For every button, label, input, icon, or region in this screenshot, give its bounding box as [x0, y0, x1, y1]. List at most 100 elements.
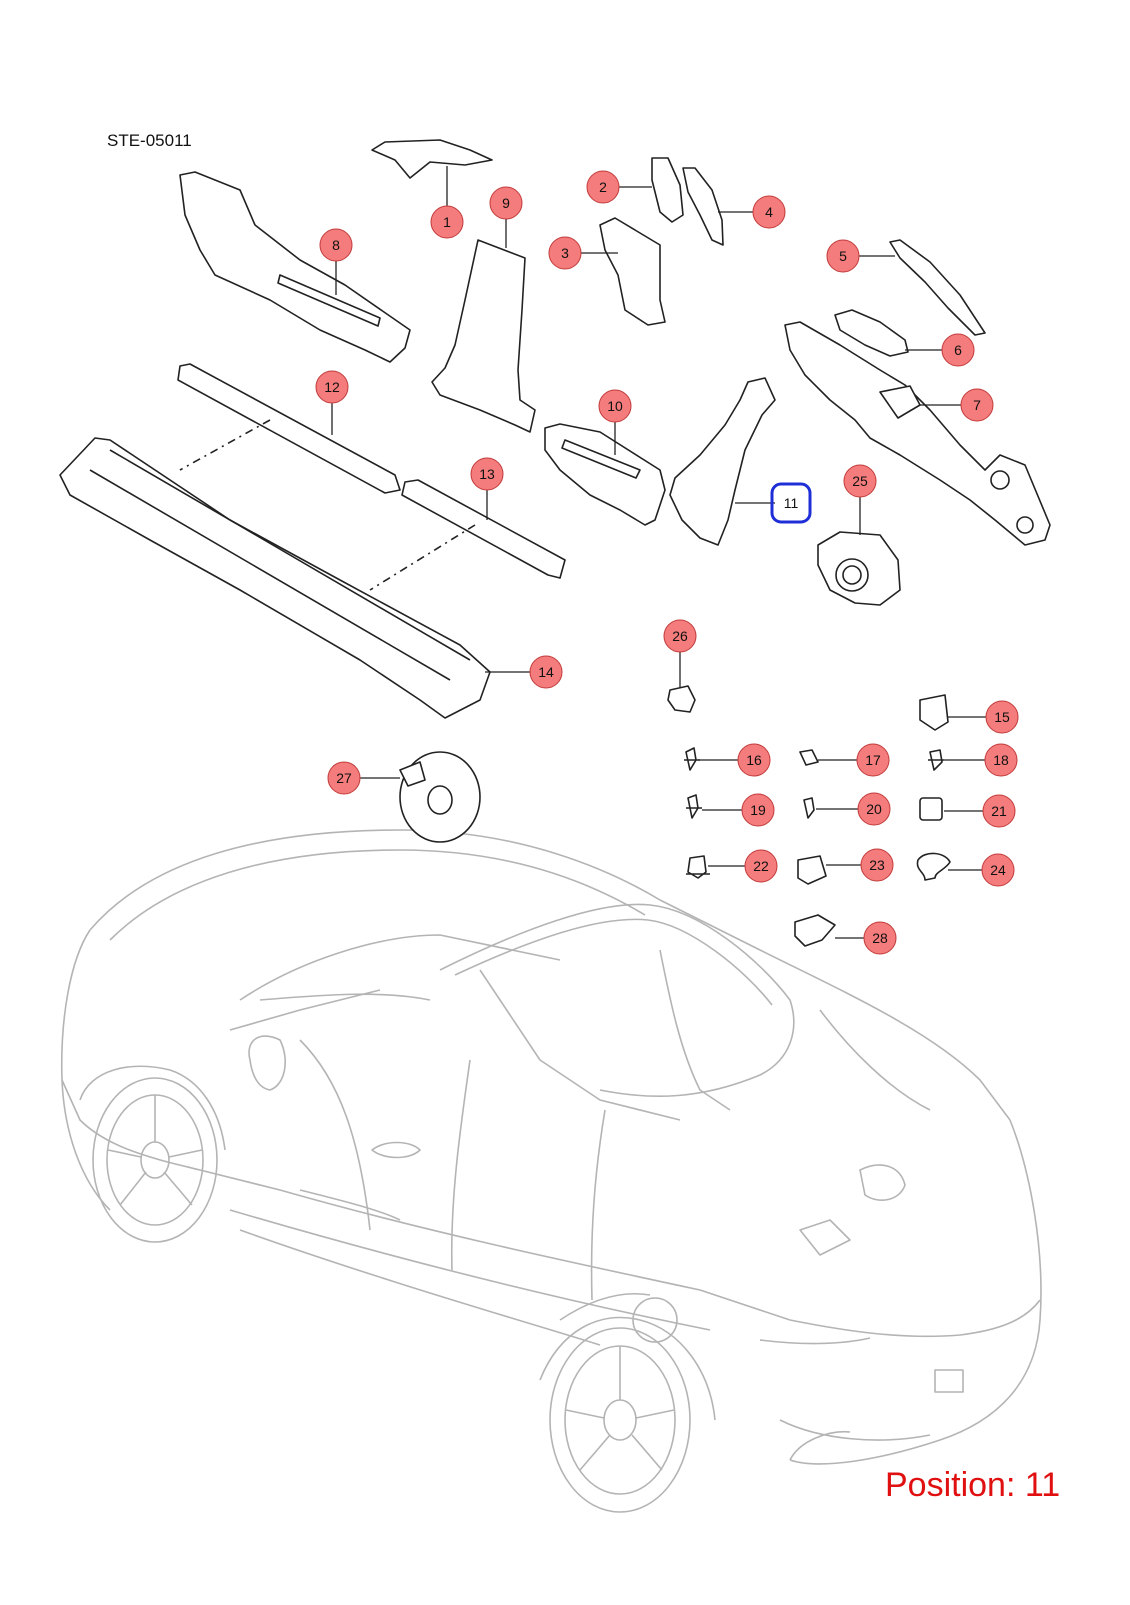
- callout-16[interactable]: 16: [737, 743, 771, 777]
- callout-label-16: 16: [746, 752, 762, 768]
- callout-3[interactable]: 3: [548, 236, 582, 270]
- callout-25[interactable]: 25: [843, 464, 877, 498]
- callout-label-11: 11: [784, 495, 799, 511]
- part-10-artwork: [544, 423, 666, 526]
- callout-circle-24: [981, 853, 1015, 887]
- callout-18[interactable]: 18: [984, 743, 1018, 777]
- callout-label-26: 26: [672, 628, 688, 644]
- callout-9[interactable]: 9: [489, 186, 523, 220]
- callout-circle-3: [548, 236, 582, 270]
- position-label: Position: 11: [885, 1466, 1061, 1504]
- parts-artwork: [59, 139, 1051, 947]
- selected-callout-highlight: [770, 482, 812, 524]
- callout-circle-5: [826, 239, 860, 273]
- part-26-artwork: [667, 685, 696, 713]
- callout-label-6: 6: [954, 342, 962, 358]
- part-18-artwork: [928, 749, 944, 771]
- part-9-artwork: [431, 239, 536, 433]
- callout-label-8: 8: [332, 237, 340, 253]
- callout-label-7: 7: [973, 397, 981, 413]
- callout-circle-19: [741, 793, 775, 827]
- callout-label-23: 23: [869, 857, 885, 873]
- callout-11[interactable]: 11: [770, 482, 812, 524]
- callout-label-25: 25: [852, 473, 868, 489]
- part-24-artwork: [916, 852, 951, 881]
- callout-circle-10: [598, 389, 632, 423]
- callout-26[interactable]: 26: [663, 619, 697, 653]
- part-15-artwork: [919, 694, 949, 731]
- callout-22[interactable]: 22: [744, 849, 778, 883]
- callout-circle-25: [843, 464, 877, 498]
- part-21-artwork: [919, 797, 943, 821]
- callout-1[interactable]: 1: [430, 205, 464, 239]
- callout-10[interactable]: 10: [598, 389, 632, 423]
- part-16-artwork: [684, 747, 700, 771]
- part-7-artwork: [784, 321, 1051, 546]
- callout-circle-17: [856, 743, 890, 777]
- callout-19[interactable]: 19: [741, 793, 775, 827]
- callout-circle-9: [489, 186, 523, 220]
- part-6-artwork: [834, 309, 909, 357]
- part-22-artwork: [686, 855, 710, 879]
- callout-label-4: 4: [765, 204, 773, 220]
- part-11-artwork: [669, 377, 776, 546]
- callout-label-15: 15: [994, 709, 1010, 725]
- callout-2[interactable]: 2: [586, 170, 620, 204]
- part-1-artwork: [371, 139, 493, 179]
- part-3-artwork: [599, 217, 666, 326]
- callout-12[interactable]: 12: [315, 370, 349, 404]
- callout-label-18: 18: [993, 752, 1009, 768]
- callout-circle-18: [984, 743, 1018, 777]
- callout-13[interactable]: 13: [470, 457, 504, 491]
- callout-5[interactable]: 5: [826, 239, 860, 273]
- callout-circle-27: [327, 761, 361, 795]
- callout-7[interactable]: 7: [960, 388, 994, 422]
- vehicle-outline: [60, 829, 1042, 1513]
- callout-label-14: 14: [538, 664, 554, 680]
- callout-23[interactable]: 23: [860, 848, 894, 882]
- callout-20[interactable]: 20: [857, 792, 891, 826]
- callout-circle-28: [863, 921, 897, 955]
- callout-27[interactable]: 27: [327, 761, 361, 795]
- callout-label-20: 20: [866, 801, 882, 817]
- part-8-artwork: [179, 171, 411, 363]
- callout-circle-14: [529, 655, 563, 689]
- part-12-artwork: [177, 363, 401, 494]
- part-4-artwork: [682, 167, 724, 246]
- document-code: STE-05011: [107, 131, 192, 150]
- callout-circle-16: [737, 743, 771, 777]
- callout-6[interactable]: 6: [941, 333, 975, 367]
- callout-circle-2: [586, 170, 620, 204]
- callout-circle-15: [985, 700, 1019, 734]
- part-28-artwork: [794, 914, 836, 947]
- callout-17[interactable]: 17: [856, 743, 890, 777]
- callout-21[interactable]: 21: [982, 794, 1016, 828]
- callout-label-17: 17: [865, 752, 881, 768]
- callout-24[interactable]: 24: [981, 853, 1015, 887]
- callout-circle-21: [982, 794, 1016, 828]
- callout-label-21: 21: [991, 803, 1007, 819]
- callout-label-28: 28: [872, 930, 888, 946]
- callout-label-9: 9: [502, 195, 510, 211]
- callout-circle-12: [315, 370, 349, 404]
- callout-label-1: 1: [443, 214, 451, 230]
- callout-4[interactable]: 4: [752, 195, 786, 229]
- callout-label-2: 2: [599, 179, 607, 195]
- part-5-artwork: [889, 239, 986, 336]
- leader-lines: [331, 166, 986, 939]
- part-19-artwork: [686, 794, 702, 819]
- callout-label-12: 12: [324, 379, 340, 395]
- callout-8[interactable]: 8: [319, 228, 353, 262]
- part-2-artwork: [651, 157, 684, 223]
- callout-15[interactable]: 15: [985, 700, 1019, 734]
- callout-label-27: 27: [336, 770, 352, 786]
- callout-label-5: 5: [839, 248, 847, 264]
- callout-circle-20: [857, 792, 891, 826]
- callout-circle-4: [752, 195, 786, 229]
- callout-28[interactable]: 28: [863, 921, 897, 955]
- callout-14[interactable]: 14: [529, 655, 563, 689]
- callout-label-10: 10: [607, 398, 623, 414]
- callout-circle-6: [941, 333, 975, 367]
- callout-circle-1: [430, 205, 464, 239]
